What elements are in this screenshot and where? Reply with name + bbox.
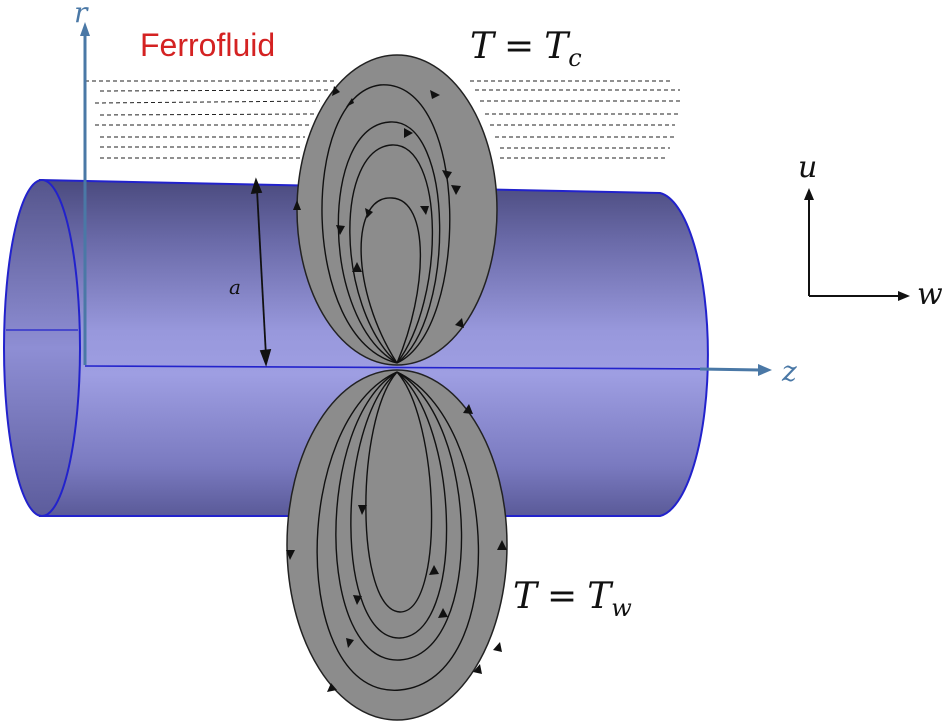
streamline-arrow-icon <box>352 262 362 272</box>
streamline-arrow-icon <box>442 170 452 180</box>
streamline-arrow-icon <box>404 128 413 138</box>
bottom-streamline-arrows <box>286 404 507 692</box>
streamline-arrow-icon <box>455 318 464 328</box>
streamline-arrow-icon <box>451 185 461 195</box>
u-axis-label: u <box>798 150 817 185</box>
ferrofluid-label: Ferrofluid <box>140 27 275 63</box>
streamline-arrow-icon <box>430 90 440 99</box>
streamline-arrow-icon <box>420 206 429 215</box>
cylinder-end-cap <box>3 179 81 517</box>
streamline-arrow-icon <box>463 404 473 414</box>
streamline-arrow-icon <box>353 595 362 605</box>
streamline-arrow-icon <box>286 550 295 560</box>
top-convection-cell <box>293 54 498 366</box>
streamline-arrow-icon <box>473 664 482 674</box>
w-axis-label: w <box>917 277 943 312</box>
r-axis <box>80 22 90 365</box>
streamline-arrow-icon <box>346 98 354 107</box>
top-streamline-arrows <box>293 86 464 328</box>
bottom-convection-cell <box>286 369 508 721</box>
streamline-arrow-icon <box>346 638 354 648</box>
z-axis-arrow <box>699 364 772 376</box>
bottom-temperature-label: T=Tw <box>513 576 632 622</box>
streamline-arrow-icon <box>493 642 502 652</box>
svg-text:T=Tc: T=Tc <box>470 26 582 72</box>
svg-text:T=Tw: T=Tw <box>513 576 632 622</box>
streamline-arrow-icon <box>327 683 337 692</box>
z-axis-label: z <box>781 355 797 388</box>
bottom-cell-ellipse <box>286 369 508 721</box>
bottom-streamlines <box>316 371 480 691</box>
streamline-arrow-icon <box>497 540 507 550</box>
streamline-arrow-icon <box>358 505 367 515</box>
streamline-arrow-icon <box>365 208 373 218</box>
top-cell-ellipse <box>296 54 498 366</box>
radius-arrow <box>250 177 272 367</box>
streamline-arrow-icon <box>293 200 301 210</box>
streamline-arrow-icon <box>438 608 448 618</box>
streamline-arrow-icon <box>429 565 439 575</box>
radius-label: a <box>229 275 241 299</box>
top-streamlines <box>321 84 451 364</box>
uw-axes <box>804 188 910 301</box>
r-axis-label: r <box>74 0 89 29</box>
z-axis-line <box>84 365 721 370</box>
top-temperature-label: T=Tc <box>470 26 582 72</box>
streamline-arrow-icon <box>332 86 340 96</box>
streamline-arrow-icon <box>336 225 345 235</box>
fluid-dashed-lines <box>85 80 680 159</box>
